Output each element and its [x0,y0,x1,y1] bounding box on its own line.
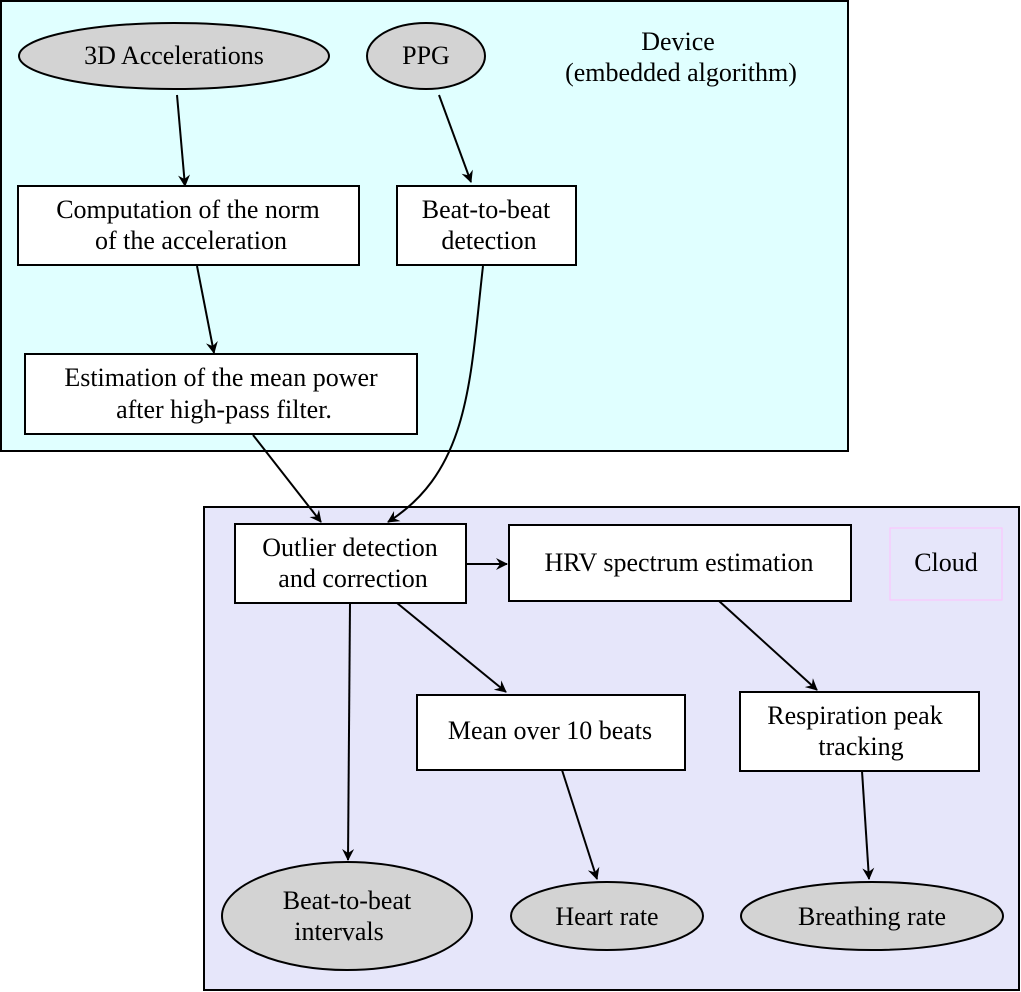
hrv-spectrum-node: HRV spectrum estimation [508,524,852,602]
edge-mean-power-to-outlier [252,434,322,523]
mean-over-beats-label: Mean over 10 beats [448,716,652,745]
edge-norm-to-mean-power [196,265,218,354]
edges [176,94,875,880]
breathing-rate-output-node: Breathing rate [740,881,1004,951]
edge-hrv-to-respiration-peak [718,600,818,691]
respiration-peak-node: Respiration peak tracking [739,691,980,772]
heart-rate-output-node: Heart rate [510,881,704,951]
edge-mean10-to-heart-rate [561,769,600,880]
respiration-peak-label-line1: Respiration peak [767,701,942,730]
outlier-correction-label-line1: Outlier detection [262,533,437,562]
heart-rate-label: Heart rate [555,902,658,931]
beat-intervals-label-line2: intervals [294,917,384,946]
beat-detection-node: Beat-to-beat detection [396,185,577,266]
respiration-peak-label-line2: tracking [818,732,903,761]
cloud-cluster-label: Cloud [914,548,978,577]
edge-respiration-peak-to-breathing-rate [861,770,875,880]
device-cluster-sublabel: (embedded algorithm) [565,58,797,87]
mean-power-label-line2: after high-pass filter. [116,395,332,424]
hrv-spectrum-label: HRV spectrum estimation [545,548,814,577]
mean-power-estimation-node: Estimation of the mean power after high-… [24,353,418,435]
breathing-rate-label: Breathing rate [798,902,946,931]
edge-accel-to-norm [176,94,191,187]
edge-outlier-to-mean10 [396,602,507,693]
norm-computation-label-line2: of the acceleration [95,226,287,255]
edge-beat-detection-to-outlier [387,265,484,523]
ppg-input-label: PPG [402,41,450,70]
device-cluster-label: Device [641,27,715,56]
edge-outlier-to-beat-intervals [342,602,355,861]
mean-over-beats-node: Mean over 10 beats [416,694,686,771]
outlier-correction-node: Outlier detection and correction [234,523,467,604]
accelerations-input-label: 3D Accelerations [84,41,264,70]
ppg-input-node: PPG [366,22,486,90]
mean-power-label-line1: Estimation of the mean power [64,363,378,392]
outlier-correction-label-line2: and correction [278,564,427,593]
norm-computation-label-line1: Computation of the norm [56,195,320,224]
accelerations-input-node: 3D Accelerations [18,22,330,90]
cloud-label-frame [889,527,1003,601]
norm-computation-node: Computation of the norm of the accelerat… [17,185,360,266]
beat-intervals-output-node: Beat-to-beat intervals [221,861,473,971]
beat-intervals-label-line1: Beat-to-beat [283,886,412,915]
beat-detection-label-line2: detection [441,226,536,255]
beat-detection-label-line1: Beat-to-beat [422,195,551,224]
edge-ppg-to-beat-detection [438,94,473,183]
